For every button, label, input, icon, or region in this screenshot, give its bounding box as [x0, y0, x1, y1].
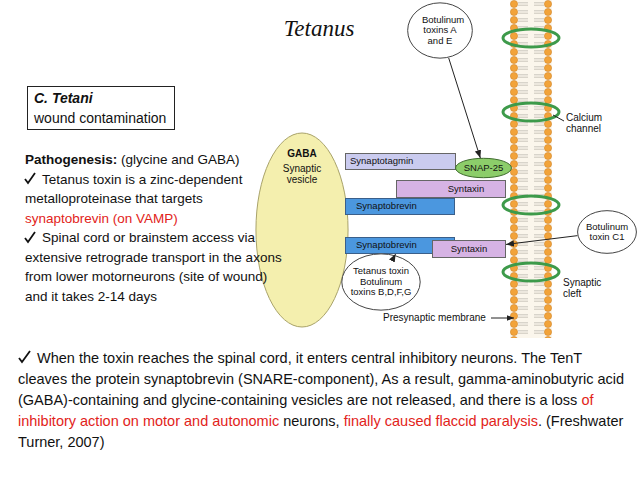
summary-paragraph: When the toxin reaches the spinal cord, … — [18, 348, 630, 453]
protein-name: Synaptobrevin — [356, 240, 417, 251]
protein-name: Synaptotagmin — [350, 156, 413, 167]
text-area: Syntaxin — [397, 181, 505, 197]
channel-protein — [503, 196, 559, 214]
toxin-label: Tetanus toxin Botulinum toxins B,D,F,G — [349, 266, 413, 298]
ellipse-outline — [255, 130, 349, 330]
callout-label: Calcium channel — [566, 112, 622, 134]
protein-ellipse: SNAP-25 — [455, 158, 512, 178]
neurotransmitter-label: GABA — [287, 147, 316, 160]
highlight-text: finally caused flaccid paralysis — [344, 413, 538, 429]
callout-label: Presynaptic membrane — [383, 312, 513, 323]
protein-name: SNAP-25 — [464, 163, 504, 174]
toxin-callout: Botulinum toxin C1 — [577, 210, 637, 254]
pathogenesis-heading: Pathogenesis: — [25, 152, 117, 167]
connector-arrow — [449, 58, 481, 158]
channel-protein — [503, 263, 559, 281]
text-area: GABA Synaptic vesicle — [255, 130, 349, 330]
protein-box: Synaptotagmin — [345, 153, 456, 170]
organism-name: C. Tetani — [34, 88, 93, 108]
ellipse-shape — [456, 158, 512, 177]
protein-name: Synaptobrevin — [356, 201, 417, 212]
protein-box: Syntaxin — [396, 180, 506, 198]
channel-protein — [503, 29, 559, 47]
text-area: Botulinum toxin C1 — [577, 210, 637, 254]
pathogenesis-subject: (glycine and GABA) — [121, 152, 240, 167]
toxin-label: Botulinum toxins A and E — [422, 15, 458, 47]
check-mark — [19, 351, 30, 362]
lipid-bilayer — [510, 0, 552, 338]
text-area: Syntaxin — [433, 241, 505, 257]
text-area: Synaptotagmin — [346, 154, 455, 169]
protein-box: Syntaxin — [432, 240, 506, 258]
paragraph-text: When the toxin reaches the spinal cord, … — [18, 350, 624, 408]
node-text: wound contamination — [34, 108, 166, 128]
ellipse-shape — [578, 211, 637, 254]
text-area: SNAP-25 — [455, 158, 512, 178]
text-paragraph: Pathogenesis: (glycine and GABA) — [25, 150, 283, 170]
text-paragraph: When the toxin reaches the spinal cord, … — [18, 348, 630, 453]
text-area: C. Tetaniwound contamination — [28, 87, 174, 129]
channel-protein — [503, 103, 559, 121]
leader-line — [553, 115, 564, 121]
text-area: Botulinum toxins A and E — [407, 2, 473, 59]
protein-box: Synaptobrevin — [345, 198, 455, 215]
toxin-label: Botulinum toxin C1 — [584, 222, 630, 243]
bullet-text: Tetanus toxin is a zinc-dependent metall… — [25, 172, 242, 207]
synaptic-vesicle: GABA Synaptic vesicle — [255, 130, 349, 330]
membrane-band — [510, 0, 552, 338]
connector-arrow — [395, 254, 396, 256]
leader-arrow — [491, 318, 514, 319]
check-mark — [25, 232, 35, 242]
toxin-callout: Tetanus toxin Botulinum toxins B,D,F,G — [341, 253, 421, 311]
text-paragraph: Spinal cord or brainstem access via exte… — [25, 228, 283, 306]
text-area: Tetanus toxin Botulinum toxins B,D,F,G — [341, 253, 421, 311]
pathogenesis-block: Pathogenesis: (glycine and GABA)Tetanus … — [25, 150, 283, 306]
check-mark — [25, 173, 35, 183]
slide-title: Tetanus — [0, 16, 638, 42]
text-paragraph: Tetanus toxin is a zinc-dependent metall… — [25, 170, 283, 229]
text-area: Synaptobrevin — [346, 199, 454, 214]
ellipse-shape — [408, 3, 473, 58]
vesicle-label: Synaptic vesicle — [280, 163, 325, 185]
highlight-text: synaptobrevin (on VAMP) — [25, 209, 283, 229]
region-label: Synaptic cleft — [563, 277, 613, 299]
connector-arrow — [506, 236, 577, 245]
ellipse-shape — [342, 254, 420, 310]
ellipse-shape — [256, 133, 348, 327]
protein-name: Syntaxin — [451, 244, 487, 255]
paragraph-text: neurons, — [283, 413, 339, 429]
toxin-callout: Botulinum toxins A and E — [407, 2, 473, 59]
protein-name: Syntaxin — [448, 184, 484, 195]
organism-box: C. Tetaniwound contamination — [27, 86, 175, 130]
bullet-text: Spinal cord or brainstem access via exte… — [25, 230, 282, 304]
